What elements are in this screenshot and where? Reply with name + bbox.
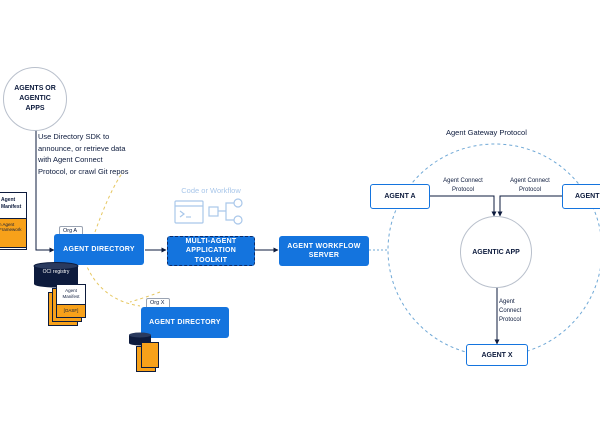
agent-directory-a-label: AGENT DIRECTORY [63,245,135,253]
agent-a-box[interactable]: AGENT A [370,184,430,209]
agent-directory-x[interactable]: AGENT DIRECTORY [141,307,229,338]
federation-arc-right [129,291,161,303]
workflow-server-label: AGENT WORKFLOW SERVER [287,242,361,259]
multi-agent-application-toolkit[interactable]: MULTI-AGENT APPLICATION TOOLKIT [167,236,255,266]
agent-directory-x-label: AGENT DIRECTORY [149,318,221,326]
agents-or-agentic-apps-node[interactable]: AGENTS OR AGENTIC APPS [3,67,67,131]
code-or-workflow-label: Code or Workflow [181,186,241,195]
agent-framework-band: n Agent Framework [0,218,27,248]
manifest-stack-title: Agent Manifest [62,288,80,299]
agents-to-directory-line [35,128,55,253]
toolkit-label: MULTI-AGENT APPLICATION TOOLKIT [185,238,237,264]
agent-b-box[interactable]: AGENT [562,184,600,209]
agent-workflow-server[interactable]: AGENT WORKFLOW SERVER [279,236,369,266]
agent-gateway-protocol-label: Agent Gateway Protocol [446,128,527,137]
agents-or-agentic-apps-label: AGENTS OR AGENTIC APPS [14,85,56,112]
agent-b-label: AGENT [575,193,600,200]
agent-manifest-document-title: Agent Manifest [1,197,22,210]
agentic-app-label: AGENTIC APP [472,248,520,256]
agent-a-label: AGENT A [384,193,416,200]
workflow-graph-icon [208,198,243,225]
agent-x-box[interactable]: AGENT X [466,344,528,366]
oasf-label: [OASF] [63,308,79,313]
oci-registry-label: OCI registry [42,269,70,275]
federation-arc-left [84,261,141,307]
agent-b-to-app-arrow [497,195,562,217]
code-terminal-icon [174,200,204,224]
agent-framework-label: n Agent Framework [0,222,22,232]
acp-label-right: Agent Connect Protocol [510,178,550,193]
agent-a-to-app-arrow [430,195,497,217]
acp-label-left: Agent Connect Protocol [443,178,483,193]
sdk-note: Use Directory SDK to announce, or retrie… [38,132,129,176]
oasf-band: [OASF] [56,304,86,318]
federation-arc-top [94,171,124,233]
agentic-app-node[interactable]: AGENTIC APP [460,216,532,288]
org-x-doc-front [141,342,159,368]
acp-label-bottom: Agent Connect Protocol [499,299,522,323]
agent-x-label: AGENT X [481,351,513,359]
agent-directory-a[interactable]: AGENT DIRECTORY [54,234,144,265]
